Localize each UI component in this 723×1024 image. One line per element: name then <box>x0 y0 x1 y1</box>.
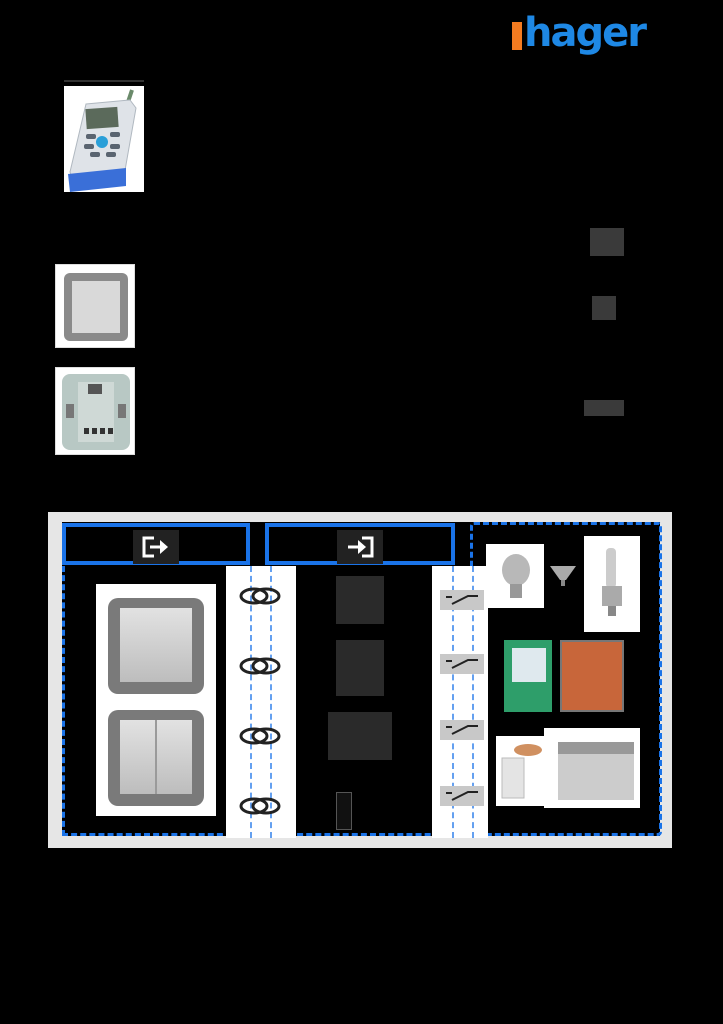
logo-mark <box>512 22 522 50</box>
actuator-3 <box>328 712 392 760</box>
single-rocker-switch <box>108 598 204 694</box>
remote-control-icon <box>64 86 144 192</box>
outputs-frame <box>62 566 232 836</box>
symbol-1 <box>590 228 624 256</box>
compact-fluorescent <box>584 536 640 632</box>
incandescent-bulb <box>486 544 544 608</box>
symbol-3 <box>584 400 624 416</box>
exit-arrow-icon <box>133 530 179 564</box>
radio-link-icon <box>239 587 281 605</box>
panel-heater <box>544 728 640 808</box>
relay-contact-icon <box>440 590 484 610</box>
outputs-header <box>62 523 250 565</box>
logo-text: hager <box>524 10 647 56</box>
double-rocker-switch <box>108 710 204 806</box>
relay-contact-column <box>432 566 488 838</box>
roller-shutter <box>504 640 552 712</box>
radio-link-icon <box>239 657 281 675</box>
symbol-2 <box>592 296 616 320</box>
radio-link-column <box>226 566 296 838</box>
radio-link-icon <box>239 727 281 745</box>
input-switches <box>96 584 216 816</box>
halogen-spot <box>548 560 578 588</box>
relay-contact-icon <box>440 786 484 806</box>
switch-icon <box>64 273 128 341</box>
relay-contact-icon <box>440 654 484 674</box>
actuator-1 <box>336 576 384 624</box>
inputs-header <box>265 523 455 565</box>
insert-icon <box>62 374 130 450</box>
divider <box>64 80 144 82</box>
enter-arrow-icon <box>337 530 383 564</box>
hager-logo: hager <box>512 10 647 56</box>
thermostatic-valve <box>496 736 548 806</box>
garage-door <box>560 640 624 712</box>
relay-contact-icon <box>440 720 484 740</box>
flush-insert-image <box>55 367 135 455</box>
remote-control-image <box>64 86 144 192</box>
actuator-2 <box>336 640 384 696</box>
inputs-frame <box>288 566 458 836</box>
wall-switch-image <box>55 264 135 348</box>
remote-handset-small <box>336 792 352 830</box>
radio-link-icon <box>239 797 281 815</box>
